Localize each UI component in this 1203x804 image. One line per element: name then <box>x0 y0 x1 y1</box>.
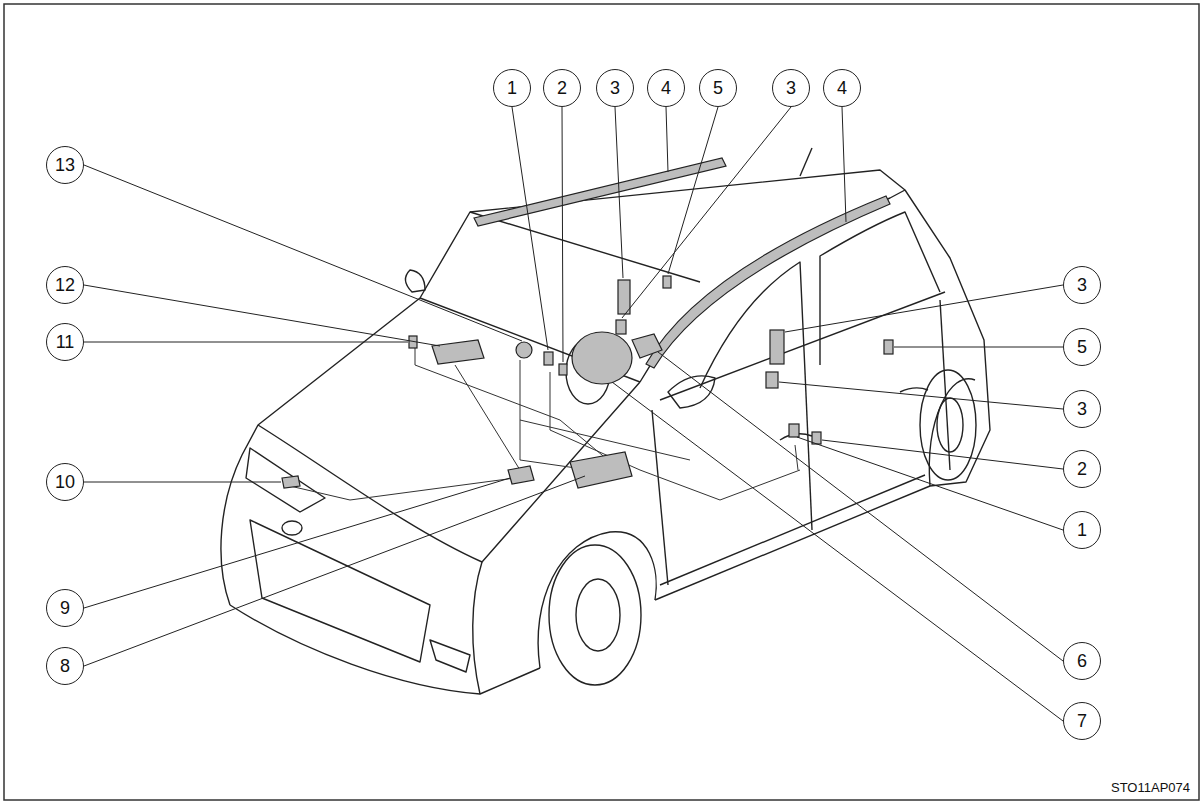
callout-number: 10 <box>46 463 84 501</box>
callout-number: 1 <box>493 69 531 107</box>
callout-number: 3 <box>596 69 634 107</box>
frame <box>4 4 1199 800</box>
callout-number: 3 <box>772 69 810 107</box>
callout-number: 3 <box>1063 266 1101 304</box>
callout-number: 2 <box>1063 450 1101 488</box>
callout-number: 12 <box>46 266 84 304</box>
callout-number: 1 <box>1063 511 1101 549</box>
car-body <box>221 148 990 694</box>
callout-number: 9 <box>46 589 84 627</box>
figure-code: STO11AP074 <box>1111 781 1190 795</box>
wire-harness <box>290 348 800 500</box>
callout-number: 5 <box>699 69 737 107</box>
callout-number: 5 <box>1063 328 1101 366</box>
leader-lines <box>84 107 1063 721</box>
callout-number: 6 <box>1063 642 1101 680</box>
callout-number: 4 <box>823 69 861 107</box>
callout-number: 7 <box>1063 702 1101 740</box>
callout-number: 8 <box>46 647 84 685</box>
callout-number: 3 <box>1063 390 1101 428</box>
callout-number: 11 <box>46 323 84 361</box>
callout-number: 13 <box>46 146 84 184</box>
callout-number: 2 <box>543 69 581 107</box>
callout-number: 4 <box>647 69 685 107</box>
